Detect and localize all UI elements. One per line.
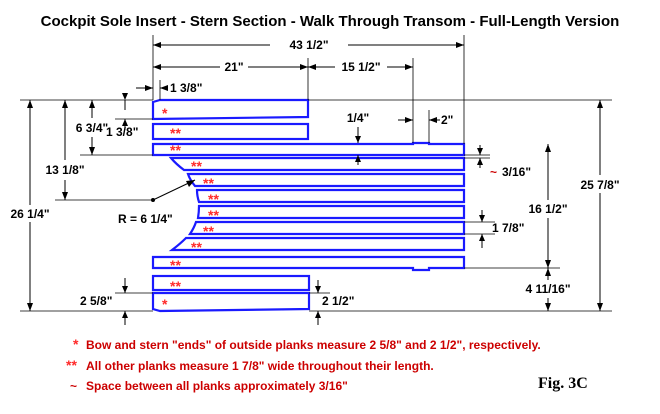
figure-label: Fig. 3C — [538, 375, 588, 392]
plank-7 — [196, 204, 466, 220]
mark-plank-10: ** — [170, 257, 181, 273]
dim-notch-quarter: 1/4" — [347, 111, 369, 125]
plank-1 — [151, 98, 310, 121]
dim-curve-height: 13 1/8" — [45, 163, 84, 177]
tilde-gap: ~ — [490, 165, 497, 179]
dim-bottom-group-height: 4 11/16" — [525, 282, 570, 296]
mark-plank-4: ** — [191, 158, 202, 174]
plank-5 — [186, 172, 466, 188]
diagram-title: Cockpit Sole Insert - Stern Section - Wa… — [41, 13, 620, 30]
dim-top-plank-end: 1 3/8" — [106, 125, 138, 139]
dim-overall-height-right: 25 7/8" — [580, 178, 619, 192]
plank-6 — [195, 188, 466, 204]
dim-bottom-left: 2 5/8" — [80, 294, 112, 308]
plank-12 — [151, 291, 311, 313]
plank-8 — [187, 220, 466, 236]
mark-plank-1: * — [162, 105, 168, 121]
plank-3 — [151, 141, 466, 157]
note-1-text: Bow and stern "ends" of outside planks m… — [86, 338, 541, 352]
mark-plank-3: ** — [170, 142, 181, 158]
note-3-text: Space between all planks approximately 3… — [86, 379, 348, 393]
dim-radius: R = 6 1/4" — [118, 212, 173, 226]
mark-plank-7: ** — [208, 207, 219, 223]
dim-overall-width: 43 1/2" — [289, 38, 328, 52]
plank-4 — [168, 156, 466, 172]
mark-plank-2: ** — [170, 125, 181, 141]
plank-2 — [151, 122, 310, 141]
dim-bottom-right: 2 1/2" — [322, 294, 354, 308]
dim-mid-height: 16 1/2" — [528, 202, 567, 216]
dim-gap: 3/16" — [502, 165, 531, 179]
plank-11 — [151, 274, 311, 292]
dim-notch-two: 2" — [441, 113, 453, 127]
note-2-text: All other planks measure 1 7/8" wide thr… — [86, 359, 434, 373]
note-2-symbol: ** — [66, 357, 77, 373]
planks — [151, 98, 466, 313]
dim-plank-width: 1 7/8" — [492, 221, 524, 235]
dim-top-offset: 1 3/8" — [170, 81, 202, 95]
mark-plank-6: ** — [208, 191, 219, 207]
plank-9 — [168, 236, 466, 252]
mark-plank-5: ** — [203, 175, 214, 191]
mark-plank-9: ** — [191, 239, 202, 255]
mark-plank-8: ** — [203, 223, 214, 239]
dim-forward-width: 21" — [224, 60, 243, 74]
mark-plank-12: * — [162, 296, 168, 312]
note-1-symbol: * — [73, 336, 79, 352]
note-3-symbol: ~ — [70, 379, 77, 393]
dim-top-group-height: 6 3/4" — [76, 121, 108, 135]
notes: * Bow and stern "ends" of outside planks… — [66, 336, 541, 393]
mark-plank-11: ** — [170, 278, 181, 294]
plank-marks: * ** ** ** ** ** ** ** ** ** ** * — [162, 105, 219, 312]
dim-overall-height-left: 26 1/4" — [10, 207, 49, 221]
dimension-labels: 43 1/2" 21" 15 1/2" 1 3/8" 6 3/4" 1 3/8"… — [10, 38, 619, 308]
plank-10 — [151, 255, 466, 272]
dim-step-width: 15 1/2" — [341, 60, 380, 74]
dimension-lines — [20, 35, 612, 325]
